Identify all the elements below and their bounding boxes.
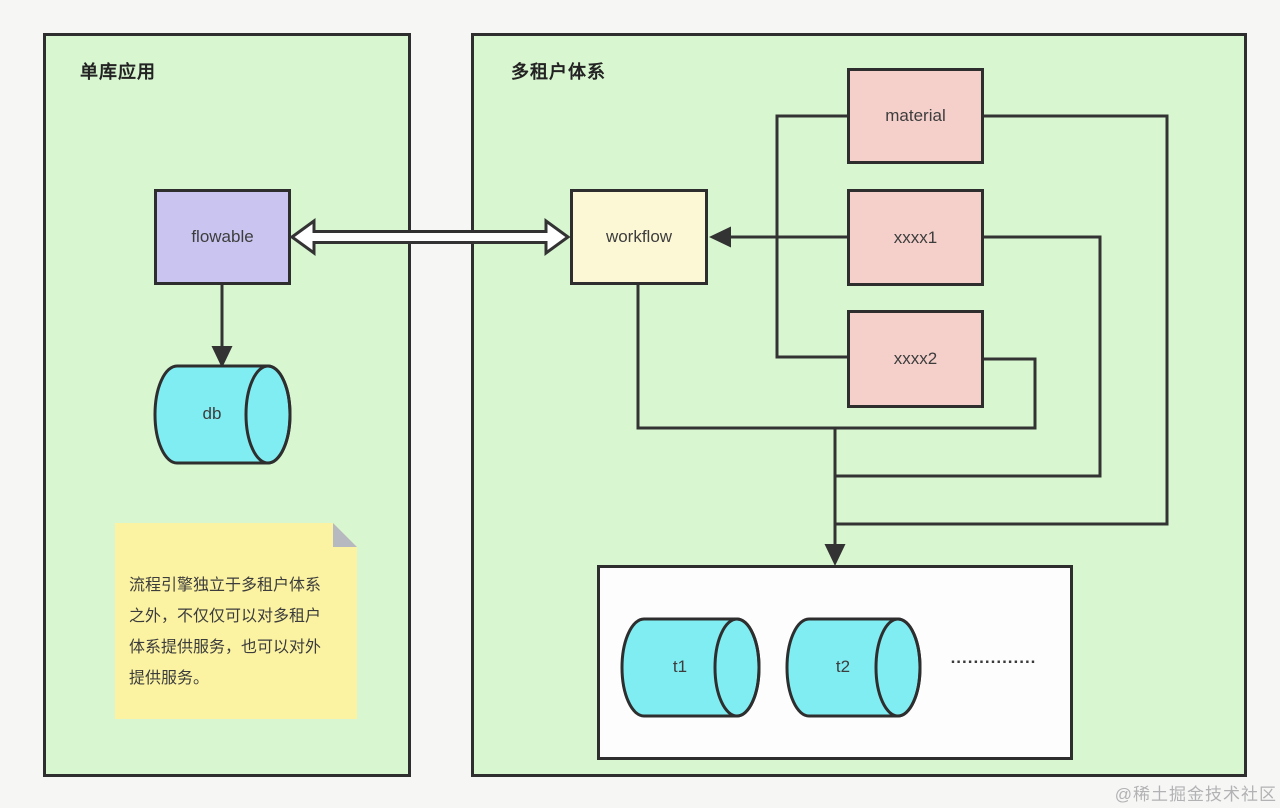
xxxx2-node: xxxx2 <box>847 310 984 408</box>
xxxx1-node-label: xxxx1 <box>893 227 938 247</box>
left-panel-title: 单库应用 <box>80 62 156 82</box>
arrowhead-into-workflow <box>709 226 731 248</box>
sticky-note <box>115 523 357 719</box>
flowable-node-label: flowable <box>191 227 254 246</box>
sticky-note-text: 流程引擎独立于多租户体系 之外，不仅仅可以对多租户 体系提供服务，也可以对外 提… <box>129 577 322 687</box>
material-node-label: material <box>885 106 946 125</box>
material-right-rail-connector <box>836 114 1169 526</box>
material-node: material <box>847 68 984 164</box>
watermark-text: @稀土掘金技术社区 <box>1114 785 1277 804</box>
left-rail-connector <box>775 114 847 359</box>
workflow-node: workflow <box>570 189 708 285</box>
db-cylinder-icon <box>153 364 292 465</box>
flowable-node: flowable <box>154 189 291 285</box>
workflow-xxxx2-merge-connector <box>636 285 1037 430</box>
xxxx1-right-rail-connector <box>836 235 1102 478</box>
t2-cylinder-icon <box>785 617 922 718</box>
flowable-workflow-double-arrow <box>289 218 571 256</box>
t1-cylinder-label: t1 <box>672 657 688 676</box>
arrowhead-into-db <box>211 346 233 368</box>
right-panel-title: 多租户体系 <box>511 62 606 82</box>
arrowhead-into-tenant-container <box>824 544 846 566</box>
db-cylinder-label: db <box>202 404 222 423</box>
more-tenants-dots: ............... <box>950 648 1037 667</box>
xxxx2-node-label: xxxx2 <box>893 349 938 368</box>
xxxx1-node: xxxx1 <box>847 189 984 286</box>
workflow-node-label: workflow <box>605 227 673 246</box>
t2-cylinder-label: t2 <box>835 657 851 676</box>
t1-cylinder-icon <box>620 617 761 718</box>
